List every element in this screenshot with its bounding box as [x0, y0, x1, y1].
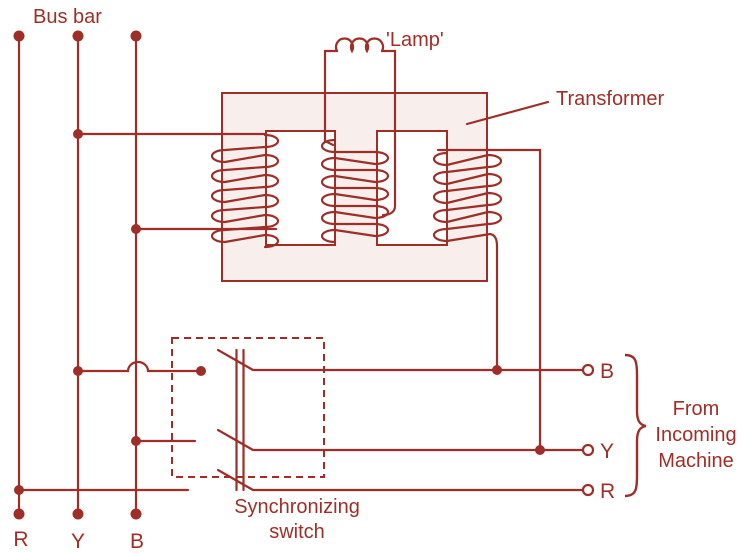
junction-dot-r-switch [14, 485, 24, 495]
incoming-label-line1: From [673, 398, 720, 420]
junction-dot-b-switch [131, 436, 141, 446]
junction-dot-y-switch [73, 366, 83, 376]
transformer-core-left [265, 130, 336, 246]
winding-lamp-coil-middle [320, 138, 390, 244]
bus-phase-label-r: R [13, 528, 28, 551]
lamp-coil-symbol [334, 37, 385, 54]
bus-top-terminal-y [72, 30, 84, 42]
switch-blade-middle [216, 428, 255, 452]
incoming-terminal-label-b: B [600, 360, 614, 383]
bus-bottom-terminal-r [13, 508, 25, 520]
transformer-leader-line [465, 100, 550, 126]
bus-top-terminal-b [130, 30, 142, 42]
switch-blade-top [216, 348, 255, 372]
junction-dot-b-primary [131, 224, 141, 234]
synchronizing-switch-box [171, 337, 325, 478]
winding-primary-coil [210, 133, 280, 249]
transformer-core-right [376, 130, 448, 246]
switch-blade-bottom [216, 468, 255, 492]
incoming-machine-brace [624, 353, 647, 498]
wire-y-to-switch-with-hop [76, 360, 203, 373]
incoming-terminal-label-r: R [600, 480, 615, 503]
incoming-terminal-label-y: Y [600, 440, 614, 463]
sync-switch-label-line2: switch [269, 521, 325, 543]
incoming-terminal-y [581, 443, 595, 457]
lamp-label: 'Lamp' [386, 29, 444, 51]
incoming-label-line3: Machine [658, 450, 734, 472]
bus-bottom-terminal-y [72, 508, 84, 520]
incoming-terminal-b [581, 363, 595, 377]
bus-phase-label-y: Y [71, 530, 85, 553]
bus-bar-label: Bus bar [33, 6, 102, 28]
bus-phase-label-b: B [130, 530, 144, 553]
winding-secondary-coil [432, 151, 503, 372]
junction-dot-y-primary [73, 129, 83, 139]
switch-contact-dot-top [196, 366, 206, 376]
lamp-lead-right [380, 49, 397, 217]
transformer-label: Transformer [556, 88, 665, 110]
sync-switch-label-line1: Synchronizing [234, 496, 360, 518]
bus-top-terminal-r [13, 30, 25, 42]
lamp-lead-left [323, 49, 339, 147]
incoming-terminal-r [581, 483, 595, 497]
bus-bottom-terminal-b [130, 508, 142, 520]
wire-secondary-top-to-y-terminal [436, 148, 542, 452]
incoming-label-line2: Incoming [655, 424, 736, 446]
